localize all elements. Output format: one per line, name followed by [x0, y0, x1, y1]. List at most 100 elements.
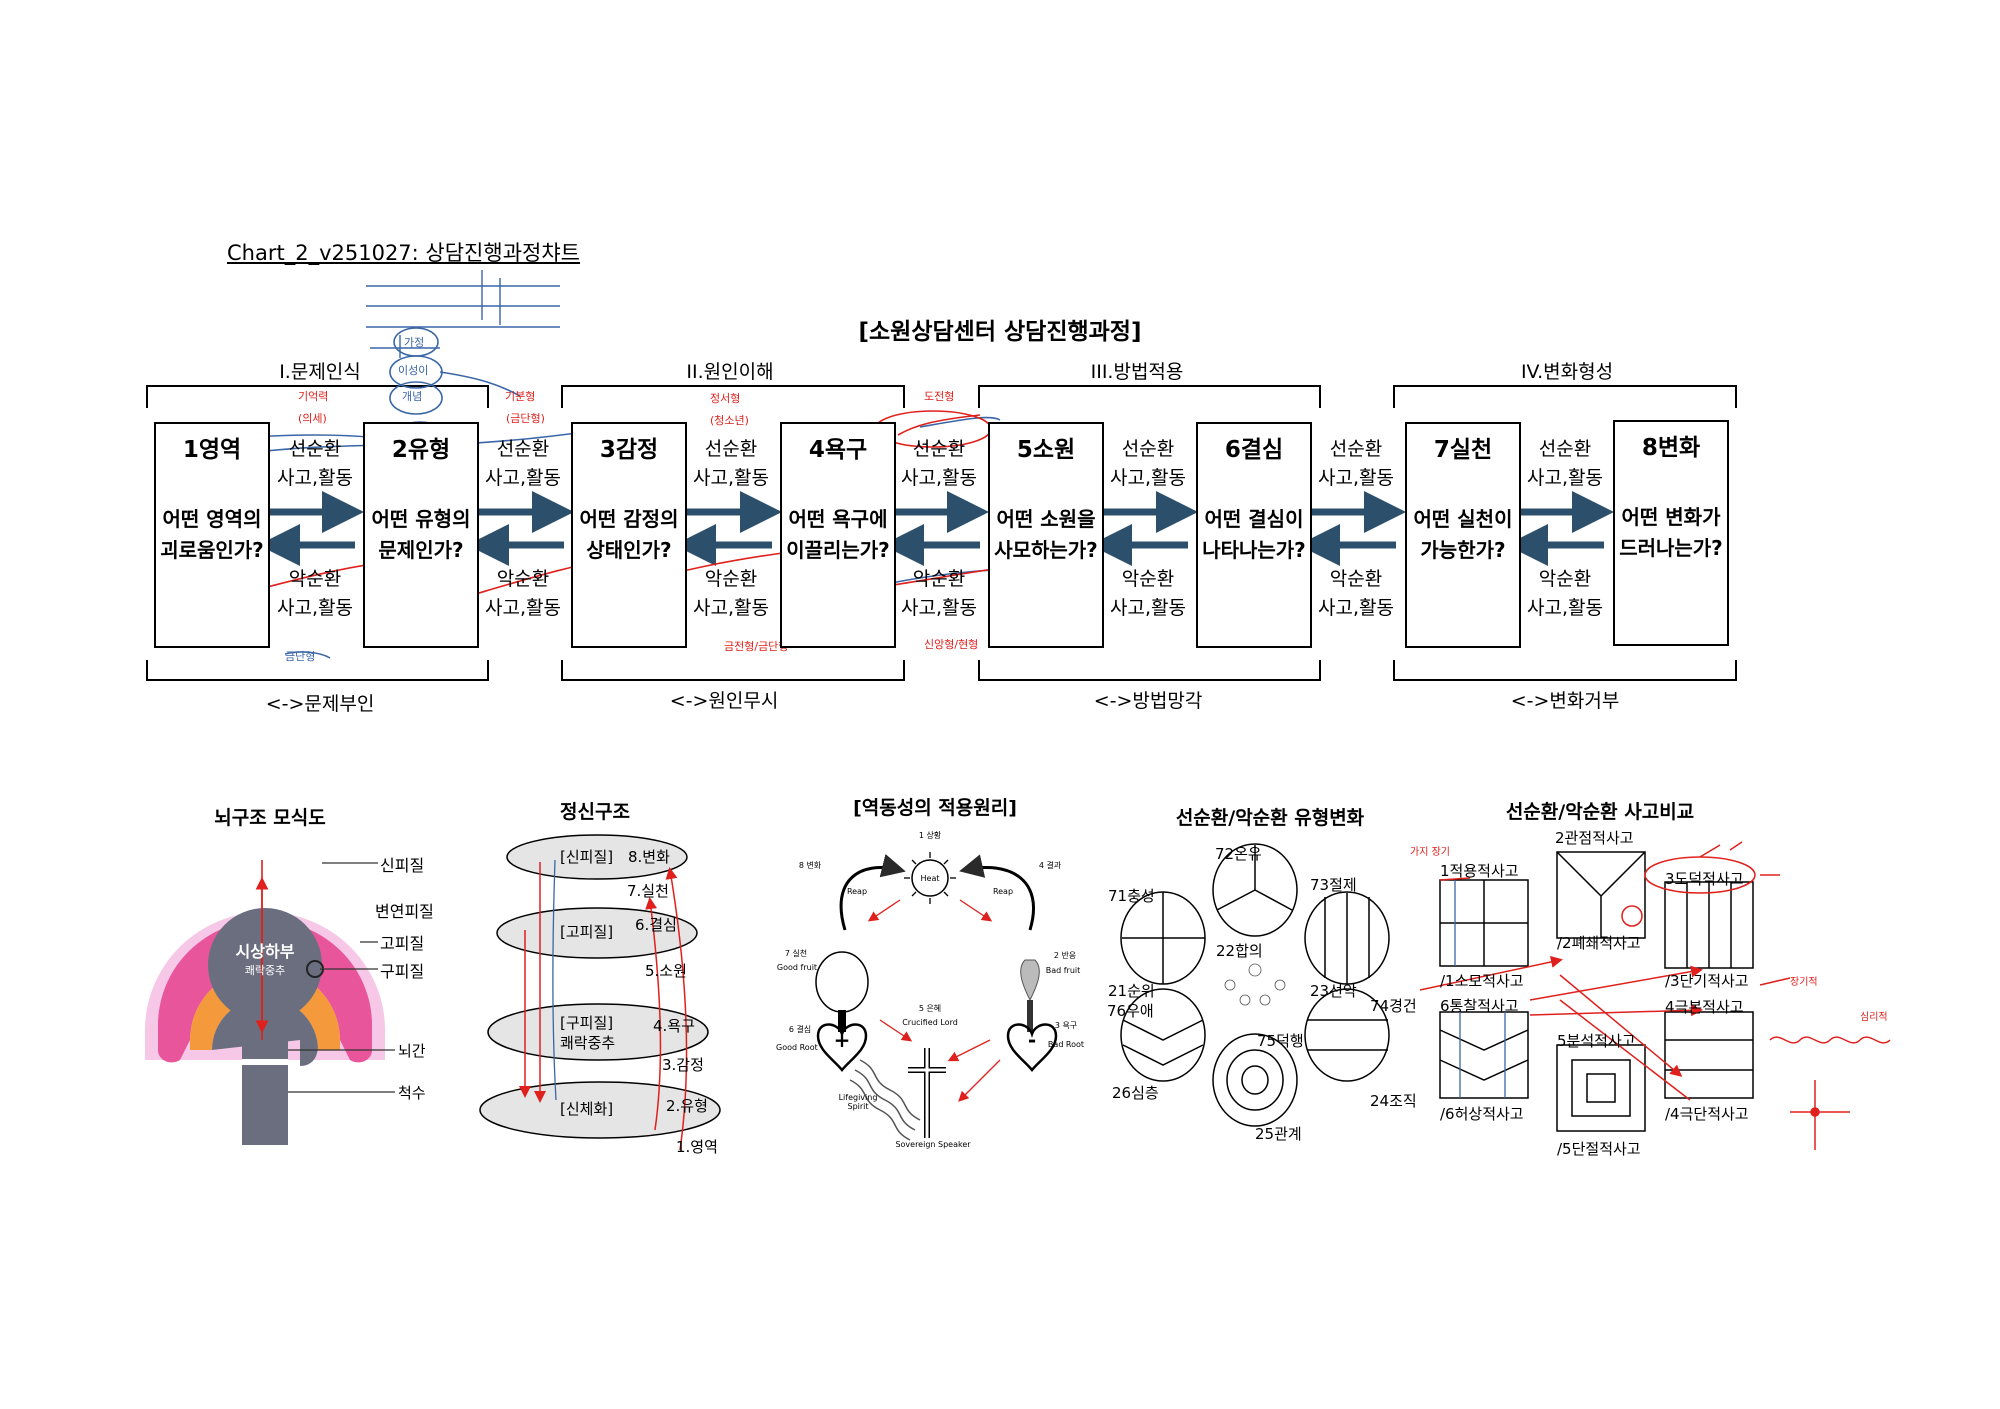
thinking-5-label: 5분석적사고	[1557, 1032, 1636, 1050]
good-cycle-word: 선순환	[1329, 438, 1383, 460]
step-question-line-1: 어떤 변화가	[1621, 505, 1721, 529]
types-title: 선순환/악순환 유형변화	[1175, 807, 1365, 829]
step-box-2: 2유형 어떤 유형의 문제인가?	[363, 422, 479, 648]
mind-step-8: 8.변화	[628, 848, 670, 866]
phase-1-opposite: <->문제부인	[265, 693, 375, 715]
good-root-label: Good Root	[776, 1043, 818, 1052]
mind-step-2: 2.유형	[666, 1097, 708, 1115]
step-box-1: 1영역 어떤 영역의 괴로움인가?	[154, 422, 270, 648]
bad-cycle-desc: 사고,활동	[277, 597, 353, 619]
step-box-8: 8변화 어떤 변화가 드러나는가?	[1613, 420, 1729, 646]
bad-cycle-desc: 사고,활동	[693, 597, 769, 619]
bad-cycle-desc: 사고,활동	[485, 597, 561, 619]
step-number: 8변화	[1641, 435, 1701, 461]
limbic-cortex-label: 변연피질	[375, 902, 434, 921]
step-question: 어떤 소원을 사모하는가?	[990, 504, 1102, 566]
step-number: 2유형	[391, 437, 451, 463]
decision-label: 6 결심	[788, 1025, 812, 1034]
type-22-label: 22합의	[1216, 942, 1263, 960]
step-number: 5소원	[1016, 437, 1076, 463]
svg-text:가지 장기: 가지 장기	[1410, 846, 1450, 858]
phase-1-bracket-bottom	[146, 660, 489, 681]
step-question-line-1: 어떤 영역의	[162, 507, 262, 531]
step-question-line-2: 나타나는가?	[1202, 538, 1306, 562]
svg-text:정서형: 정서형	[710, 392, 740, 405]
reap-right-label: Reap	[992, 887, 1014, 896]
heat-label: Heat	[920, 874, 940, 883]
svg-text:이성이: 이성이	[398, 364, 428, 377]
dynamics-title: [역동성의 적용원리]	[853, 797, 1017, 819]
bad-cycle-word: 악순환	[1121, 568, 1175, 590]
type-71-label: 71충성	[1108, 887, 1155, 905]
situation-label: 1 상황	[918, 831, 942, 840]
type-23-label: 23선악	[1310, 982, 1357, 1000]
good-cycle-word: 선순환	[704, 438, 758, 460]
thinking-6-label: 6통찰적사고	[1440, 997, 1519, 1015]
phase-3-bracket-top	[978, 385, 1321, 408]
hypothalamus-core	[208, 908, 322, 1022]
phase-4-opposite: <->변화거부	[1510, 690, 1620, 712]
chart-caption: Chart_2_v251027: 상담진행과정챠트	[227, 241, 580, 265]
svg-text:-: -	[1028, 1028, 1036, 1052]
change-label: 8 변화	[798, 861, 822, 870]
thinking-3-label: 3도덕적사고	[1665, 870, 1744, 888]
good-cycle-desc: 사고,활동	[277, 467, 353, 489]
step-question-line-1: 어떤 욕구에	[788, 507, 888, 531]
bad-cycle-word: 악순환	[1538, 568, 1592, 590]
step-number: 1영역	[182, 437, 242, 463]
neocortex-label: 신피질	[380, 856, 425, 875]
bad-fruit-label: Bad fruit	[1045, 966, 1081, 975]
step-box-7: 7실천 어떤 실천이 가능한가?	[1405, 422, 1521, 648]
mind-step-7: 7.실천	[627, 882, 669, 900]
good-cycle-desc: 사고,활동	[1318, 467, 1394, 489]
reap-left-label: Reap	[846, 887, 868, 896]
phase-3-bracket-bottom	[978, 660, 1321, 681]
phase-3-label: III.방법적용	[1090, 361, 1184, 383]
svg-text:기억력: 기억력	[298, 390, 328, 403]
step-number: 4욕구	[808, 437, 868, 463]
bad-cycle-word: 악순환	[1329, 568, 1383, 590]
good-cycle-word: 선순환	[288, 438, 342, 460]
step-box-5: 5소원 어떤 소원을 사모하는가?	[988, 422, 1104, 648]
good-cycle-desc: 사고,활동	[693, 467, 769, 489]
result-label: 4 결과	[1038, 861, 1062, 870]
svg-text:심리적: 심리적	[1860, 1011, 1888, 1023]
bad-tree-icon	[1020, 959, 1040, 1002]
mind-step-1: 1.영역	[676, 1138, 718, 1156]
step-question-line-2: 이끌리는가?	[786, 538, 890, 562]
neocortex-layer	[506, 834, 688, 880]
desire-label: 3 욕구	[1054, 1021, 1078, 1030]
mind-step-6: 6.결심	[635, 916, 677, 934]
thinking-title: 선순환/악순환 사고비교	[1505, 801, 1695, 823]
mind-step-4: 4.욕구	[653, 1017, 695, 1035]
brainstem-label: 뇌간	[398, 1042, 426, 1060]
archicortex-layer-label: [구피질]	[560, 1014, 614, 1032]
bad-cycle-word: 악순환	[496, 568, 550, 590]
thinking-4-label: 4극본적사고	[1665, 998, 1744, 1016]
step-question-line-1: 어떤 소원을	[996, 507, 1096, 531]
step-number: 6결심	[1224, 437, 1284, 463]
phase-2-label: II.원인이해	[686, 361, 774, 383]
pleasure-center-label: 쾌락중추	[244, 964, 286, 977]
step-box-6: 6결심 어떤 결심이 나타나는가?	[1196, 422, 1312, 648]
thinking-5-neg-label: /5단절적사고	[1557, 1140, 1641, 1158]
practice-label: 7 실천	[784, 949, 808, 958]
svg-text:+: +	[834, 1028, 851, 1052]
step-number: 7실천	[1433, 437, 1493, 463]
sun-icon	[911, 859, 949, 897]
svg-text:(금단형): (금단형)	[506, 412, 545, 425]
bad-cycle-word: 악순환	[288, 568, 342, 590]
paleocortex-layer-label: [고피질]	[560, 923, 614, 941]
